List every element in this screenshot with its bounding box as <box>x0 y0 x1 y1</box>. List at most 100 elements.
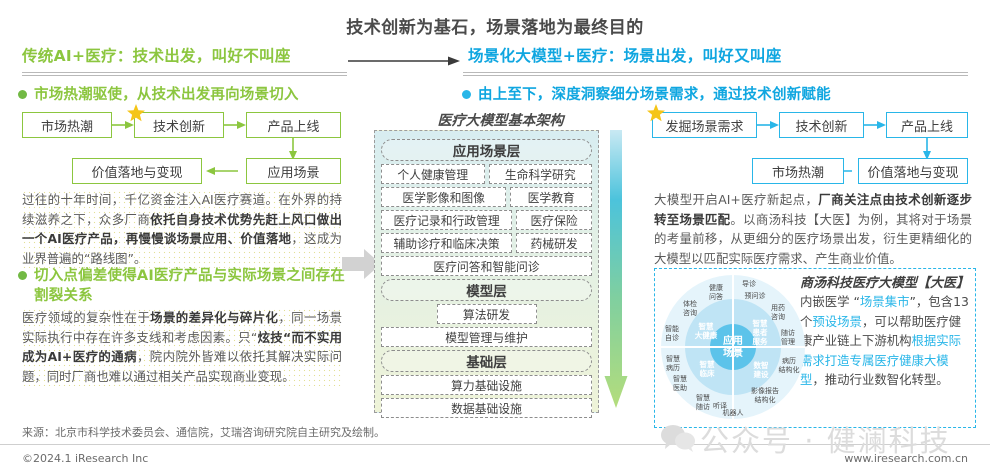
left-flow-arrow-4 <box>206 166 238 176</box>
arch-cell[interactable]: 模型管理与维护 <box>381 327 592 347</box>
arch-cell[interactable]: 算法研发 <box>436 304 537 324</box>
arch-cell[interactable]: 个人健康管理 <box>381 164 485 184</box>
right-arrow-icon <box>348 56 460 66</box>
radial-title: 商汤科技医疗大模型【大医】 <box>800 276 970 291</box>
bullet-dot-icon <box>18 271 27 280</box>
svg-text:用药: 用药 <box>771 303 785 312</box>
bullet-dot-icon <box>18 90 27 99</box>
arch-cell[interactable]: 医疗记录和行政管理 <box>381 210 513 230</box>
arch-cell[interactable]: 医学影像和图像 <box>381 187 507 207</box>
divider-right <box>463 72 968 76</box>
banner-left-label: 传统AI+医疗：技术出发，叫好不叫座 <box>22 47 291 65</box>
arch-cell[interactable]: 医疗保险 <box>516 210 592 230</box>
right-flow-box-5[interactable]: 市场热潮 <box>752 158 844 184</box>
svg-text:医助: 医助 <box>673 383 687 392</box>
svg-text:咨询: 咨询 <box>771 312 785 321</box>
right-bullet-heading-1: 由上至下，深度洞察细分场景需求，通过技术创新赋能 <box>462 85 932 105</box>
right-flow-arrow-2 <box>864 120 886 130</box>
website-url: www.iresearch.com.cn <box>844 452 968 465</box>
right-paragraph: 大模型开启AI+医疗新起点，厂商关注点由技术创新逐步转至场景匹配。以商汤科技【大… <box>654 192 973 266</box>
star-icon-left <box>126 103 146 123</box>
arch-layer-head-1: 应用场景层 <box>381 139 592 161</box>
left-flow-arrow-2 <box>224 120 246 130</box>
arch-row: 辅助诊疗和临床决策 药械研发 <box>381 233 592 253</box>
left-flow-box-3[interactable]: 产品上线 <box>246 112 341 138</box>
svg-text:大健康: 大健康 <box>695 330 718 340</box>
svg-text:智慧: 智慧 <box>699 321 714 331</box>
right-flow-arrow-1 <box>757 120 779 130</box>
svg-text:智慧: 智慧 <box>673 374 687 383</box>
divider-left <box>22 72 347 76</box>
svg-text:数智: 数智 <box>754 360 769 370</box>
svg-text:建设: 建设 <box>753 369 769 379</box>
radial-desc-text: ，可以帮助医疗健康产业链上下游机构 <box>800 313 962 349</box>
svg-text:影像报告: 影像报告 <box>751 386 779 395</box>
arch-cell[interactable]: 药械研发 <box>516 233 592 253</box>
arch-cell[interactable]: 数据基础设施 <box>381 398 592 418</box>
svg-text:智慧: 智慧 <box>753 318 768 328</box>
left-flow-box-2[interactable]: 技术创新 <box>134 112 224 138</box>
arch-row: 医学影像和图像 医学教育 <box>381 187 592 207</box>
arch-row: 医疗记录和行政管理 医疗保险 <box>381 210 592 230</box>
footer-divider <box>0 444 990 445</box>
svg-text:场景: 场景 <box>723 346 743 359</box>
arch-cell[interactable]: 算力基础设施 <box>381 375 592 395</box>
copyright-label: ©2024.1 iResearch Inc <box>22 452 149 465</box>
svg-text:智慧: 智慧 <box>696 393 710 402</box>
svg-text:服务: 服务 <box>753 336 768 346</box>
right-gray-arrow-icon <box>342 246 382 282</box>
svg-text:患者: 患者 <box>753 327 768 337</box>
right-flow-arrow-3 <box>922 138 932 160</box>
svg-text:健康: 健康 <box>709 283 723 292</box>
banner-right-label: 场景化大模型+医疗：场景出发，叫好又叫座 <box>468 47 782 65</box>
right-flow-box-2[interactable]: 技术创新 <box>779 112 864 138</box>
svg-text:机器人: 机器人 <box>723 408 744 417</box>
svg-text:智能: 智能 <box>665 324 679 333</box>
arch-cell[interactable]: 生命科学研究 <box>488 164 592 184</box>
arch-row: 个人健康管理 生命科学研究 <box>381 164 592 184</box>
right-flow-box-1[interactable]: 发掘场景需求 <box>652 112 757 138</box>
svg-text:应用: 应用 <box>723 334 743 347</box>
left-bullet-heading-2: 切入点偏差使得AI医疗产品与实际场景之间存在割裂关系 <box>18 266 348 306</box>
left-paragraph-1: 过往的十年时间，千亿资金注入AI医疗赛道。在外界的持续滋养之下，众多厂商依托自身… <box>22 190 342 268</box>
left-bullet-heading-1: 市场热潮驱使，从技术出发再向场景切入 <box>18 85 358 105</box>
arch-cell[interactable]: 辅助诊疗和临床决策 <box>381 233 513 253</box>
left-flow-box-1[interactable]: 市场热潮 <box>22 112 112 138</box>
radial-desc-text: ”，包含13个 <box>800 294 969 329</box>
svg-text:智慧: 智慧 <box>666 354 680 363</box>
radial-desc-highlight: 根据实际需求打造专属医疗健康大模型 <box>800 333 962 387</box>
radial-description: 内嵌医学 “场景集市”，包含13个预设场景，可以帮助医疗健康产业链上下游机构根据… <box>800 292 970 390</box>
source-note: 来源：北京市科学技术委员会、通信院，艾瑞咨询研究院自主研究及绘制。 <box>22 426 385 439</box>
radial-desc-highlight: 场景集市 <box>859 294 910 309</box>
svg-text:预问诊: 预问诊 <box>745 291 766 300</box>
arch-cell[interactable]: 医疗问答和智能问诊 <box>381 256 592 276</box>
left-bullet-2-label: 切入点偏差使得AI医疗产品与实际场景之间存在割裂关系 <box>34 268 346 304</box>
svg-text:随访: 随访 <box>696 402 710 411</box>
svg-text:管理: 管理 <box>781 337 795 346</box>
right-bullet-1-label: 由上至下，深度洞察细分场景需求，通过技术创新赋能 <box>478 87 831 103</box>
left-flow-box-5[interactable]: 价值落地与变现 <box>72 158 202 184</box>
svg-text:病历: 病历 <box>666 363 680 372</box>
banner-row: 传统AI+医疗：技术出发，叫好不叫座 场景化大模型+医疗：场景出发，叫好又叫座 <box>0 44 990 74</box>
down-gradient-arrow-icon <box>604 130 628 410</box>
architecture-diagram: 应用场景层 个人健康管理 生命科学研究 医学影像和图像 医学教育 医疗记录和行政… <box>374 130 599 418</box>
svg-text:咨询: 咨询 <box>683 308 697 317</box>
svg-text:病历: 病历 <box>782 356 796 365</box>
page-title: 技术创新为基石，场景落地为最终目的 <box>346 18 644 38</box>
radial-diagram-panel <box>654 268 976 428</box>
right-flow-box-3[interactable]: 产品上线 <box>886 112 968 138</box>
svg-text:结构化: 结构化 <box>755 395 776 404</box>
arch-layer-head-3: 基础层 <box>381 350 592 372</box>
star-icon-right <box>646 103 666 123</box>
arch-cell[interactable]: 医学教育 <box>510 187 592 207</box>
left-bullet-1-label: 市场热潮驱使，从技术出发再向场景切入 <box>34 87 299 103</box>
arch-layer-head-2: 模型层 <box>381 279 592 301</box>
radial-chart: .rl { font-family: "DejaVu Sans","Libera… <box>661 275 805 419</box>
architecture-title: 医疗大模型基本架构 <box>437 113 564 129</box>
right-flow-box-4[interactable]: 价值落地与变现 <box>858 158 968 184</box>
left-paragraph-2: 医疗领域的复杂性在于场景的差异化与碎片化，同一场景实际执行中存在许多支线和考虑因… <box>22 308 342 386</box>
radial-desc-highlight: 预设场景 <box>812 313 862 329</box>
radial-desc-text: ，推动行业数智化转型。 <box>812 372 949 387</box>
svg-text:临床: 临床 <box>700 368 715 378</box>
left-flow-box-4[interactable]: 应用场景 <box>246 158 341 184</box>
